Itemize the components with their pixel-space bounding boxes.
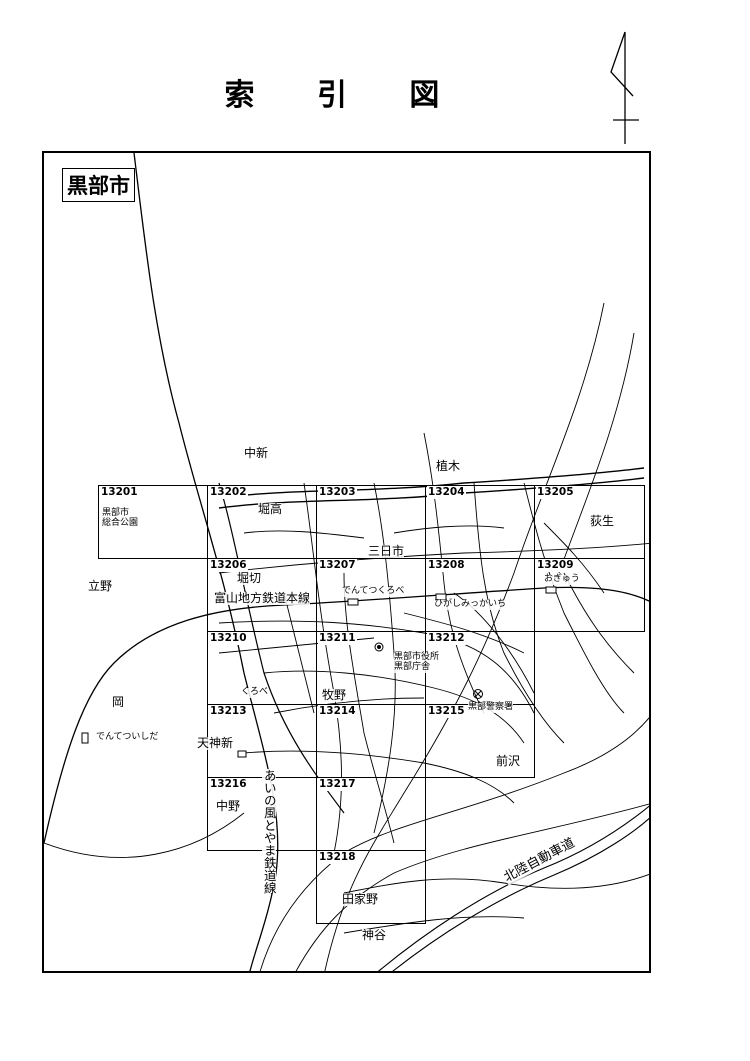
grid-cell-code: 13209 [536, 559, 575, 572]
grid-cell-code: 13211 [318, 632, 357, 645]
grid-cell-code: 13207 [318, 559, 357, 572]
place-label-oka: 岡 [112, 695, 125, 710]
place-label-jinnya: 神谷 [362, 928, 387, 943]
grid-cell-code: 13218 [318, 851, 357, 864]
map-base-layer [44, 153, 649, 971]
place-label-city-hall: 黒部市役所 黒部庁舎 [394, 652, 440, 673]
place-label-maezawa: 前沢 [496, 754, 521, 769]
grid-cell-code: 13201 [100, 486, 139, 499]
station-label-ogyu: おぎゅう [544, 574, 580, 585]
railway-label-toyama-chiho: 富山地方鉄道本線 [214, 591, 311, 606]
place-label-ueki: 植木 [436, 459, 461, 474]
station-label-dentetsu-kurobe: でんてつくろべ [342, 586, 405, 597]
station-label-higashi-mikkaichi: ひがしみっかいち [434, 599, 507, 610]
place-label-ogyu: 荻生 [590, 514, 615, 529]
grid-cell-code: 13217 [318, 778, 357, 791]
grid-cell-code: 13206 [209, 559, 248, 572]
place-label-tateno: 立野 [88, 579, 113, 594]
place-label-makino: 牧野 [322, 688, 347, 703]
grid-cell-13201[interactable]: 13201 [98, 485, 208, 559]
grid-cell-code: 13210 [209, 632, 248, 645]
place-label-taieno: 田家野 [342, 892, 379, 907]
grid-cell-13212[interactable]: 13212 [425, 631, 535, 705]
grid-cell-13208[interactable]: 13208 [425, 558, 535, 632]
place-label-tenjinshin: 天神新 [197, 736, 234, 751]
grid-cell-code: 13204 [427, 486, 466, 499]
grid-cell-code: 13208 [427, 559, 466, 572]
railway-label-ainokaze: あいの風とやま鉄道線 [261, 769, 277, 894]
city-name-badge: 黒部市 [62, 168, 135, 202]
grid-cell-code: 13202 [209, 486, 248, 499]
north-arrow-icon [610, 31, 639, 144]
place-label-sogo-koen: 黒部市 総合公園 [102, 508, 139, 529]
place-label-horitaka: 堀高 [258, 502, 283, 517]
grid-cell-code: 13213 [209, 705, 248, 718]
place-label-horikiri: 堀切 [237, 571, 262, 586]
grid-cell-13202[interactable]: 13202 [207, 485, 317, 559]
grid-cell-13214[interactable]: 13214 [316, 704, 426, 778]
grid-cell-13215[interactable]: 13215 [425, 704, 535, 778]
grid-cell-13217[interactable]: 13217 [316, 777, 426, 851]
place-label-mikkaichi: 三日市 [368, 544, 405, 559]
station-label-kurobe: くろべ [241, 687, 269, 698]
grid-cell-13209[interactable]: 13209 [534, 558, 645, 632]
place-label-police: 黒部警察署 [468, 702, 514, 713]
grid-cell-code: 13212 [427, 632, 466, 645]
page-title: 索 引 図 [224, 78, 466, 113]
grid-cell-13211[interactable]: 13211 [316, 631, 426, 705]
grid-cell-code: 13214 [318, 705, 357, 718]
grid-cell-13204[interactable]: 13204 [425, 485, 535, 559]
grid-cell-code: 13203 [318, 486, 357, 499]
index-map: 黒部市 13201 13202 13203 13204 13205 13206 … [42, 151, 651, 973]
place-label-nakano: 中野 [216, 799, 241, 814]
grid-cell-code: 13216 [209, 778, 248, 791]
grid-cell-code: 13205 [536, 486, 575, 499]
grid-cell-code: 13215 [427, 705, 466, 718]
grid-cell-13218[interactable]: 13218 [316, 850, 426, 924]
place-label-nakashin: 中新 [244, 446, 269, 461]
station-label-dentetsu-ishida: でんてついしだ [96, 732, 159, 743]
